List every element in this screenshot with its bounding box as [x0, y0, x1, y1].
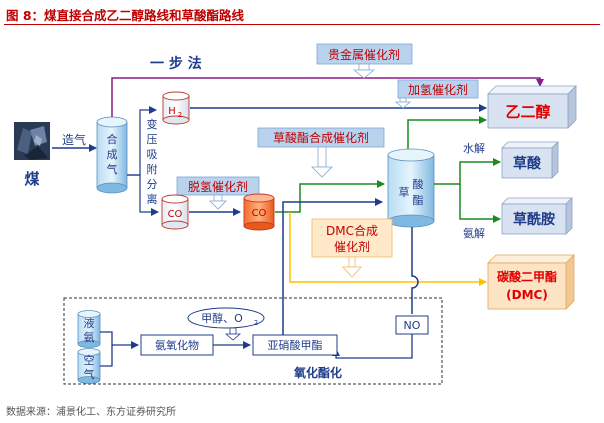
ammonolysis-label: 氨解 — [463, 226, 485, 240]
one-step-label: 一 步 法 — [150, 55, 202, 72]
air-char-2: 气 — [84, 367, 95, 381]
esterification-label: 氧化酯化 — [293, 365, 342, 380]
oxalate-catalyst-pointer-stem — [317, 146, 327, 168]
hydrolysis-arrow — [434, 158, 501, 185]
methyl-nitrite-box — [252, 334, 338, 356]
psa-char-1: 变 — [147, 117, 158, 131]
dmc-product-line-1: 碳酸二甲酯 — [497, 269, 557, 284]
dehydro-catalyst-pointer-head — [209, 200, 227, 210]
air-char-1: 空 — [84, 353, 95, 367]
h2-subscript: 2 — [178, 111, 182, 119]
no-recycle-arrow — [332, 334, 413, 359]
dmc-catalyst-line-2: 催化剂 — [334, 239, 370, 254]
methanol-o2-label: 甲醇、O — [201, 311, 243, 325]
h2-label: H — [168, 106, 176, 117]
figure-title: 图 8：煤直接合成乙二醇路线和草酸酯路线 — [6, 8, 245, 23]
glycol-box — [487, 85, 577, 129]
noble-catalyst-pointer-head — [352, 69, 376, 79]
methanol-o2-oval — [187, 307, 265, 329]
reactor-to-no-line — [411, 227, 419, 314]
air-input-line — [100, 345, 113, 367]
oxalate-reactor — [387, 148, 435, 228]
psa-char-3: 吸 — [147, 148, 158, 161]
oxalic-acid-box — [501, 141, 559, 179]
psa-char-4: 附 — [147, 162, 158, 176]
dmc-product-line-2: (DMC) — [506, 288, 548, 302]
reactor-char-2: 酸 — [413, 177, 424, 191]
dehydro-catalyst-pointer-stem — [213, 194, 223, 202]
dmc-catalyst-line-1: DMC合成 — [326, 223, 378, 238]
dmc-product-box — [487, 254, 575, 310]
hydro-catalyst-label: 加氢催化剂 — [408, 82, 468, 97]
oxalate-catalyst-label: 草酸酯合成催化剂 — [273, 130, 369, 145]
psa-char-2: 压 — [147, 133, 158, 146]
one-step-arrow — [111, 77, 544, 117]
dmc-catalyst-box — [311, 218, 393, 258]
noble-catalyst-label: 贵金属催化剂 — [328, 47, 400, 62]
reactor-char-3: 酯 — [413, 194, 424, 207]
air-cylinder — [77, 348, 101, 384]
noble-catalyst-pointer-stem — [358, 63, 370, 71]
liquid-ammonia-char-2: 氨 — [84, 331, 95, 344]
ammonolysis-arrow — [459, 184, 501, 223]
ammonia-input-arrow — [100, 331, 139, 349]
co-to-oxalate-arrow — [275, 180, 385, 213]
esterification-region — [63, 297, 443, 385]
oxalate-catalyst-pointer-head — [311, 166, 333, 178]
liquid-ammonia-cylinder — [77, 310, 101, 348]
co-right-label: CO — [252, 208, 267, 219]
syngas-cylinder — [96, 116, 128, 194]
oxamide-label: 草酰胺 — [513, 211, 555, 228]
methyl-nitrite-to-reactor-arrow — [282, 198, 383, 339]
hydro-catalyst-pointer-head — [394, 101, 412, 109]
liquid-ammonia-char-1: 液 — [84, 316, 95, 330]
methanol-pointer-head — [224, 333, 242, 341]
dmc-catalyst-pointer-head — [342, 266, 362, 278]
co-left-label: CO — [168, 209, 183, 220]
methyl-nitrite-label: 亚硝酸甲酯 — [268, 338, 323, 352]
methanol-o2-subscript: 2 — [254, 319, 258, 327]
dmc-catalyst-pointer-stem — [348, 256, 356, 268]
to-co-arrow — [127, 174, 159, 216]
coal-image — [14, 122, 50, 160]
oxamide-box — [501, 197, 573, 235]
psa-char-5: 分 — [147, 178, 158, 191]
title-rule — [4, 24, 600, 25]
coal-label: 煤 — [24, 170, 39, 188]
syngas-char-1: 合 — [107, 132, 118, 146]
syngas-char-3: 气 — [107, 162, 118, 176]
hydro-catalyst-box — [397, 79, 479, 99]
dehydro-catalyst-label: 脱氢催化剂 — [188, 179, 248, 194]
oxalate-to-glycol-arrow — [407, 116, 487, 150]
co-right-cylinder — [243, 193, 275, 231]
dmc-route-arrow — [289, 212, 487, 286]
glycol-label: 乙二醇 — [505, 103, 550, 121]
reactor-char-1: 草 — [399, 186, 410, 199]
psa-char-6: 离 — [147, 192, 158, 206]
ammonia-oxidation-label: 氨氧化物 — [155, 338, 199, 352]
no-label: NO — [404, 319, 421, 332]
co-left-cylinder — [161, 194, 189, 230]
hydrolysis-label: 水解 — [463, 141, 485, 155]
hydro-catalyst-pointer-stem — [399, 97, 407, 103]
h2-cylinder — [162, 91, 190, 125]
oxalic-acid-label: 草酸 — [513, 155, 542, 172]
methanol-pointer-stem — [229, 327, 237, 335]
syngas-char-2: 成 — [107, 148, 118, 161]
gasify-label: 造气 — [62, 132, 86, 147]
figure-source: 数据来源：浦景化工、东方证券研究所 — [6, 407, 176, 418]
